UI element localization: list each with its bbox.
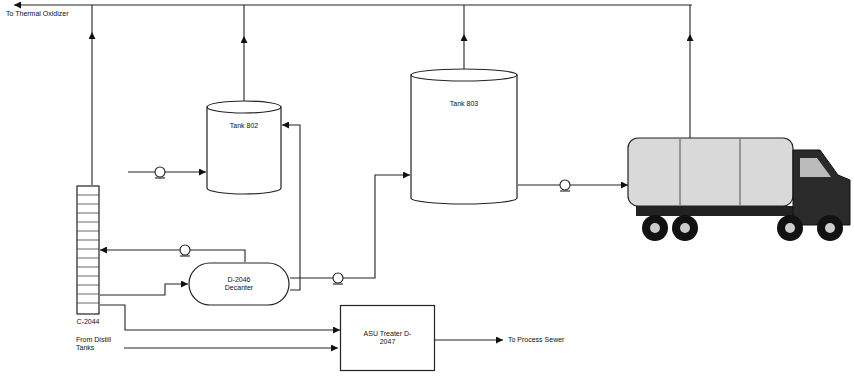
tank-top — [411, 69, 517, 81]
truck-wheel — [817, 215, 843, 241]
sewer-line — [435, 339, 503, 340]
column-tray — [77, 231, 99, 232]
column-tray — [77, 285, 99, 286]
storage-tank: Tank 803 — [410, 68, 518, 205]
tank-label: Tank 802 — [230, 122, 258, 130]
pump-symbol — [333, 273, 343, 283]
pipe-connector — [100, 250, 245, 262]
vessel-body — [189, 263, 289, 305]
column-tray — [77, 240, 99, 241]
truck-window — [800, 158, 831, 177]
distillation-column-outline — [76, 185, 100, 315]
column-label: C-2044 — [77, 318, 100, 326]
pipe-connector — [100, 305, 340, 330]
column-tray — [77, 303, 99, 304]
tank-top — [207, 101, 281, 113]
truck-hub — [680, 223, 690, 233]
truck-hub — [650, 223, 660, 233]
vent-line — [689, 34, 690, 139]
vent-line — [463, 5, 464, 34]
distillation-column: C-2044 — [76, 185, 100, 315]
pump-base — [333, 283, 343, 284]
column-tray — [77, 222, 99, 223]
truck-hub — [825, 223, 835, 233]
tanker-truck — [628, 138, 850, 241]
pump-symbol — [180, 245, 190, 255]
vent-header — [14, 4, 692, 5]
feed-line — [128, 171, 206, 172]
truck-wheel — [642, 215, 668, 241]
vent-line — [689, 5, 690, 34]
vent-line — [243, 36, 244, 101]
pump-base — [560, 190, 570, 191]
pump-base — [155, 177, 165, 178]
truck-wheel — [672, 215, 698, 241]
truck-hub — [785, 223, 795, 233]
truck-wheel — [777, 215, 803, 241]
vent-line — [463, 34, 464, 69]
storage-tank-outline — [206, 100, 282, 195]
column-tray — [77, 195, 99, 196]
column-shell — [77, 186, 99, 314]
column-tray — [77, 213, 99, 214]
pump-symbol — [155, 167, 165, 177]
loading-line — [518, 184, 628, 185]
column-tray — [77, 267, 99, 268]
truck-tank-rib — [680, 139, 740, 205]
treater-label: ASU Treater D-2047 — [360, 330, 415, 346]
column-tray — [77, 294, 99, 295]
pump-base — [180, 255, 190, 256]
column-tray — [77, 276, 99, 277]
pipe-connector — [282, 125, 300, 290]
storage-tank-outline — [410, 68, 518, 205]
box-outline — [341, 306, 435, 371]
pipe-connector — [100, 284, 188, 295]
truck-tank — [628, 138, 793, 206]
pipe-group — [14, 5, 692, 348]
vent-line — [91, 32, 92, 185]
tank-body — [411, 75, 517, 204]
treater-box: ASU Treater D-2047 — [340, 305, 435, 371]
inlet-label: From Distill Tanks — [76, 336, 122, 352]
vent-line — [243, 5, 244, 36]
column-tray — [77, 249, 99, 250]
pipe-connector — [290, 175, 410, 278]
column-tray — [77, 258, 99, 259]
outlet-label: To Process Sewer — [508, 336, 608, 344]
vessel-label: D-2046 Decanter — [214, 276, 264, 292]
vent-line — [91, 5, 92, 32]
tank-label: Tank 803 — [450, 100, 478, 108]
decanter-vessel: D-2046 Decanter — [188, 262, 290, 306]
outlet-label: To Thermal Oxidizer — [6, 10, 106, 18]
tank-body — [207, 107, 281, 194]
distill-feed-line — [124, 347, 338, 348]
column-tray — [77, 204, 99, 205]
truck-cab — [793, 150, 850, 225]
pump-symbol — [560, 180, 570, 190]
storage-tank: Tank 802 — [206, 100, 282, 195]
